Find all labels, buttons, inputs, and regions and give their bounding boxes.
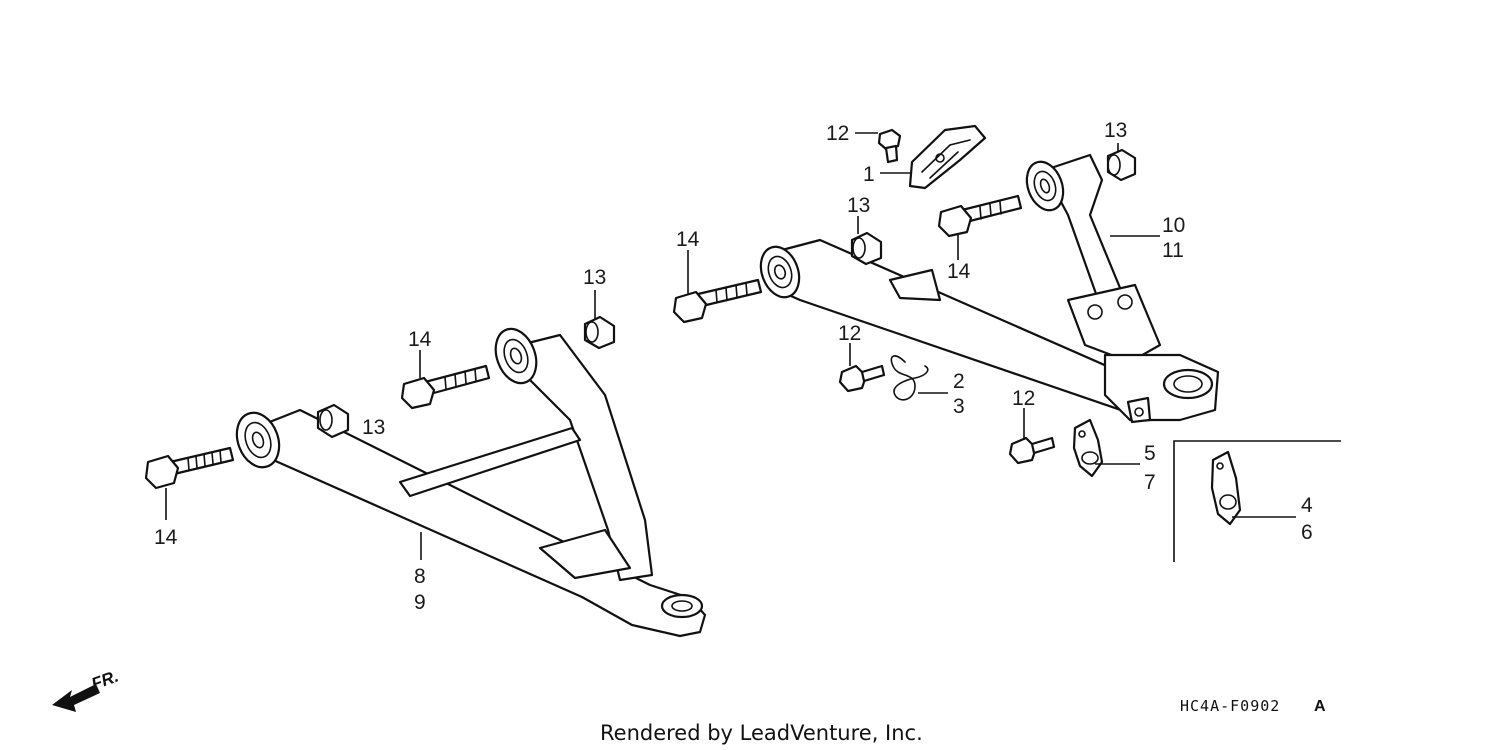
- nut-right-front[interactable]: [850, 231, 883, 266]
- callout-13-top-right: 13: [1104, 119, 1127, 142]
- bolt-right-front[interactable]: [672, 278, 763, 324]
- hose-clip[interactable]: [890, 355, 929, 401]
- bolt-left-front[interactable]: [144, 446, 235, 490]
- clamp-inset[interactable]: [1210, 450, 1242, 526]
- callout-13-left-rear: 13: [583, 266, 606, 289]
- callout-9: 9: [414, 591, 426, 614]
- callout-11: 11: [1162, 239, 1184, 262]
- nut-left-rear[interactable]: [583, 315, 616, 350]
- callout-7: 7: [1144, 471, 1156, 494]
- small-bolt-top[interactable]: [877, 128, 902, 164]
- direction-label: FR.: [89, 667, 121, 694]
- callout-14-right-front: 14: [676, 228, 700, 251]
- callout-14-right-rear: 14: [947, 260, 971, 283]
- callout-12-right: 12: [1012, 387, 1035, 410]
- credit-text: Rendered by LeadVenture, Inc.: [600, 721, 923, 745]
- callout-14-left-front: 14: [154, 526, 178, 549]
- nut-right-rear[interactable]: [1106, 148, 1137, 182]
- callout-3: 3: [953, 395, 965, 418]
- callout-5: 5: [1144, 442, 1156, 465]
- bolt-left-rear[interactable]: [400, 364, 491, 410]
- clamp-right[interactable]: [1072, 418, 1104, 478]
- callout-10: 10: [1162, 214, 1185, 237]
- lower-arm-left[interactable]: [230, 323, 707, 638]
- callout-4: 4: [1301, 494, 1313, 517]
- front-direction-arrow-icon: [52, 684, 100, 712]
- callout-12-top: 12: [826, 122, 849, 145]
- small-bolt-middle[interactable]: [838, 364, 886, 393]
- callout-13-mid-right: 13: [847, 194, 870, 217]
- callout-13-left-front: 13: [362, 416, 385, 439]
- callout-8: 8: [414, 565, 426, 588]
- diagram-code-suffix: A: [1314, 698, 1326, 715]
- upper-arm-right[interactable]: [754, 153, 1220, 424]
- nut-left-front[interactable]: [316, 403, 350, 439]
- bracket-plate[interactable]: [908, 124, 987, 190]
- bolt-right-rear[interactable]: [937, 194, 1023, 238]
- callout-6: 6: [1301, 521, 1313, 544]
- callout-1: 1: [863, 163, 875, 186]
- inset-frame: [1173, 440, 1341, 562]
- callout-2: 2: [953, 370, 965, 393]
- diagram-code: HC4A-F0902: [1180, 697, 1280, 715]
- callout-12-middle: 12: [838, 322, 861, 345]
- leader-lines: [165, 132, 1296, 560]
- callout-14-left-rear: 14: [408, 328, 432, 351]
- small-bolt-right[interactable]: [1008, 436, 1056, 465]
